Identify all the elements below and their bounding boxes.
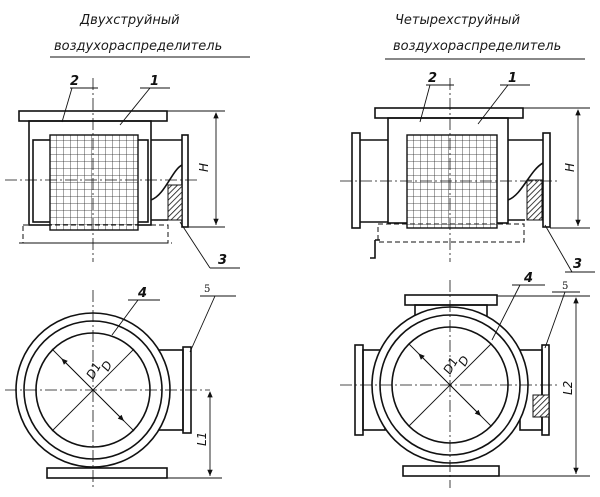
right-front-view: H 2 1 3 [340,71,595,273]
left-top-view: D1 D L1 4 5 [5,284,236,488]
right-bottom-dashed [377,223,525,243]
right-left-pipe [360,139,388,223]
right-left-flange [351,132,361,229]
right-damper [526,179,543,221]
right-title-line1: Четырехструйный [395,13,520,28]
right-top-flange [374,107,524,119]
left-leader-1 [119,87,151,126]
left-l1-label: L1 [195,432,209,446]
right-top-view: D1 D L2 4 5 [340,271,590,488]
left-side-curve [150,164,183,201]
left-leader-3 [179,221,211,269]
left-side-pipe [151,139,182,221]
left-grille [49,134,139,231]
left-label-3: 3 [218,253,227,268]
left-label-5: 5 [204,284,210,295]
right-right-flange [542,132,551,228]
left-label-1: 1 [150,74,159,89]
right-leader-4 [491,284,521,341]
right-right-pipe [508,139,543,221]
right-back-flange [404,294,498,306]
left-leader-5 [189,295,216,353]
right-grille [406,134,498,229]
left-leader-4 [111,299,139,336]
left-side-flange [181,134,189,228]
left-label-4: 4 [137,286,147,301]
right-title-line2: воздухораспределитель [393,39,561,54]
right-label-5: 5 [562,281,568,292]
right-leader-3 [544,224,573,273]
right-top-left-flange [354,344,364,436]
left-title-line1: Двухструйный [79,13,180,28]
left-leader-2 [61,87,73,123]
left-front-view: H 2 1 3 [5,74,240,269]
right-label-2: 2 [428,71,437,86]
left-label-2: 2 [70,74,79,89]
left-h-label: H [197,163,211,172]
right-h-label: H [563,163,577,172]
right-leader-2 [419,84,431,123]
right-label-3: 3 [573,257,582,272]
right-label-4: 4 [523,271,533,286]
right-l2-label: L2 [561,381,575,395]
left-title: Двухструйный воздухораспределитель [50,13,250,58]
right-title: Четырехструйный воздухораспределитель [385,13,585,60]
right-top-right-flange [541,344,550,436]
left-top-base [46,467,168,479]
right-side-curve [507,162,544,201]
left-damper [167,184,183,221]
right-top-damper [532,394,550,418]
right-top-base [402,465,500,477]
right-leader-5 [544,291,566,349]
right-leader-1 [477,84,509,125]
right-label-1: 1 [508,71,517,86]
right-bottom-foot [370,239,380,259]
left-title-line2: воздухораспределитель [54,39,222,54]
